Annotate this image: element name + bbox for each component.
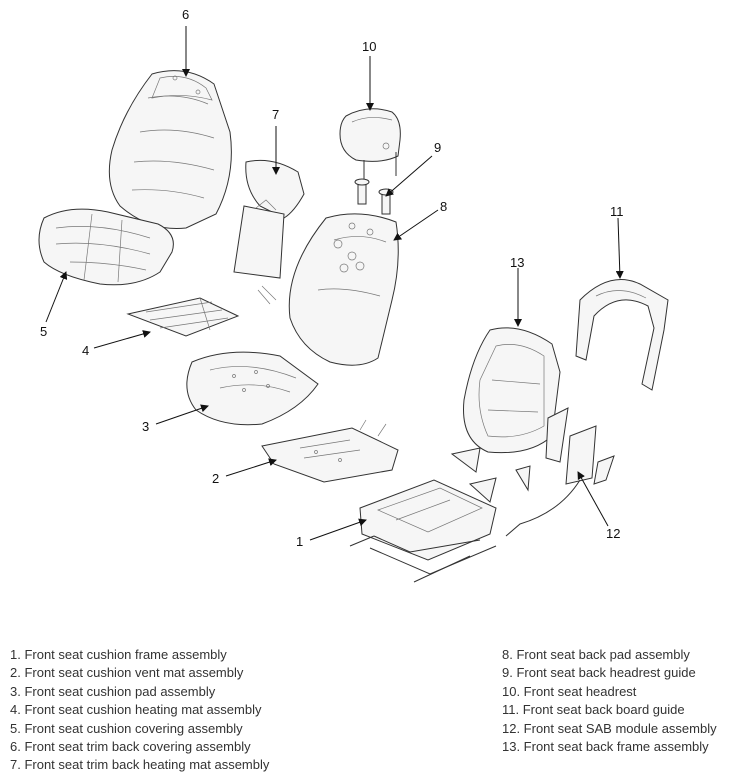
- leader-lines: [45, 26, 624, 541]
- part-3-cushion-pad: [186, 351, 319, 426]
- legend-item-1: 1. Front seat cushion frame assembly: [10, 647, 227, 662]
- part-9-headrest-guides: [354, 178, 394, 215]
- legend-item-9: 9. Front seat back headrest guide: [502, 665, 696, 681]
- legend-item-6: 6. Front seat trim back covering assembl…: [10, 739, 251, 755]
- part-4-cushion-heating-mat: [126, 297, 240, 337]
- callout-12: 12: [606, 526, 620, 541]
- part-5-cushion-covering: [38, 208, 174, 286]
- legend-item-13: 13. Front seat back frame assembly: [502, 739, 709, 755]
- legend-item-7: 7. Front seat trim back heating mat asse…: [10, 757, 270, 773]
- legend-item-12: 12. Front seat SAB module assembly: [502, 720, 717, 736]
- legend-item-8: 8. Front seat back pad assembly: [502, 647, 690, 662]
- exploded-seat-diagram: 1 2 3 4 5 6 7 8 9 10 11 12 13: [38, 7, 669, 583]
- callout-4: 4: [82, 343, 89, 358]
- legend-item-4: 4. Front seat cushion heating mat assemb…: [10, 702, 262, 718]
- part-6-trim-back-covering: [108, 70, 232, 230]
- part-8-seat-back-pad: [288, 213, 399, 366]
- part-1-cushion-frame: [349, 479, 497, 583]
- part-13-seat-back-frame: [450, 327, 561, 503]
- part-7-trim-back-heating-mat: [233, 159, 305, 305]
- legend-item-10: 10. Front seat headrest: [502, 683, 637, 699]
- callout-6: 6: [182, 7, 189, 22]
- callout-2: 2: [212, 471, 219, 486]
- legend-item-11: 11. Front seat back board guide: [502, 702, 685, 718]
- part-11-board-guide: [575, 279, 669, 391]
- legend-item-3: 3. Front seat cushion pad assembly: [10, 683, 216, 699]
- part-2-cushion-vent-mat: [261, 419, 399, 483]
- callout-9: 9: [434, 140, 441, 155]
- callout-5: 5: [40, 324, 47, 339]
- callout-11: 11: [610, 204, 624, 219]
- legend-item-2: 2. Front seat cushion vent mat assembly: [10, 665, 244, 681]
- part-12-sab-module: [505, 407, 615, 537]
- legend-left-column: 1. Front seat cushion frame assembly 2. …: [10, 646, 269, 775]
- callout-7: 7: [272, 107, 279, 122]
- callout-13: 13: [510, 255, 524, 270]
- callout-8: 8: [440, 199, 447, 214]
- callout-1: 1: [296, 534, 303, 549]
- callout-3: 3: [142, 419, 149, 434]
- legend-item-5: 5. Front seat cushion covering assembly: [10, 720, 243, 736]
- callout-10: 10: [362, 39, 376, 54]
- legend-right-column: 8. Front seat back pad assembly 9. Front…: [502, 646, 717, 756]
- part-10-headrest: [339, 108, 401, 180]
